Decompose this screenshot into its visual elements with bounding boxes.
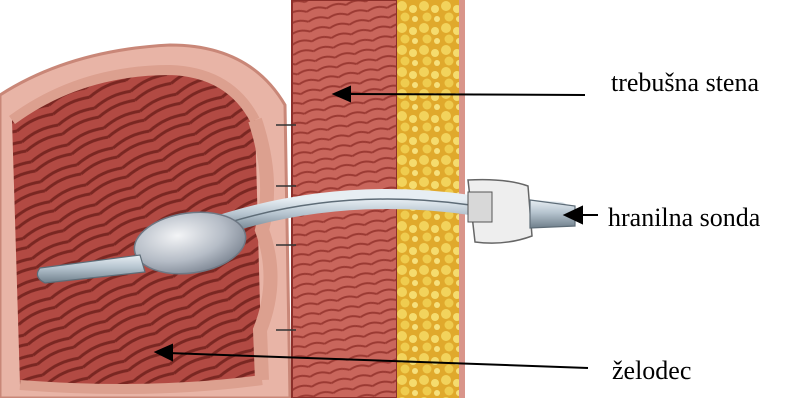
label-feeding-tube: hranilna sonda — [608, 205, 760, 231]
arrow-abdominal-wall — [346, 94, 585, 95]
label-stomach: želodec — [612, 358, 691, 384]
label-abdominal-wall: trebušna stena — [611, 70, 759, 96]
